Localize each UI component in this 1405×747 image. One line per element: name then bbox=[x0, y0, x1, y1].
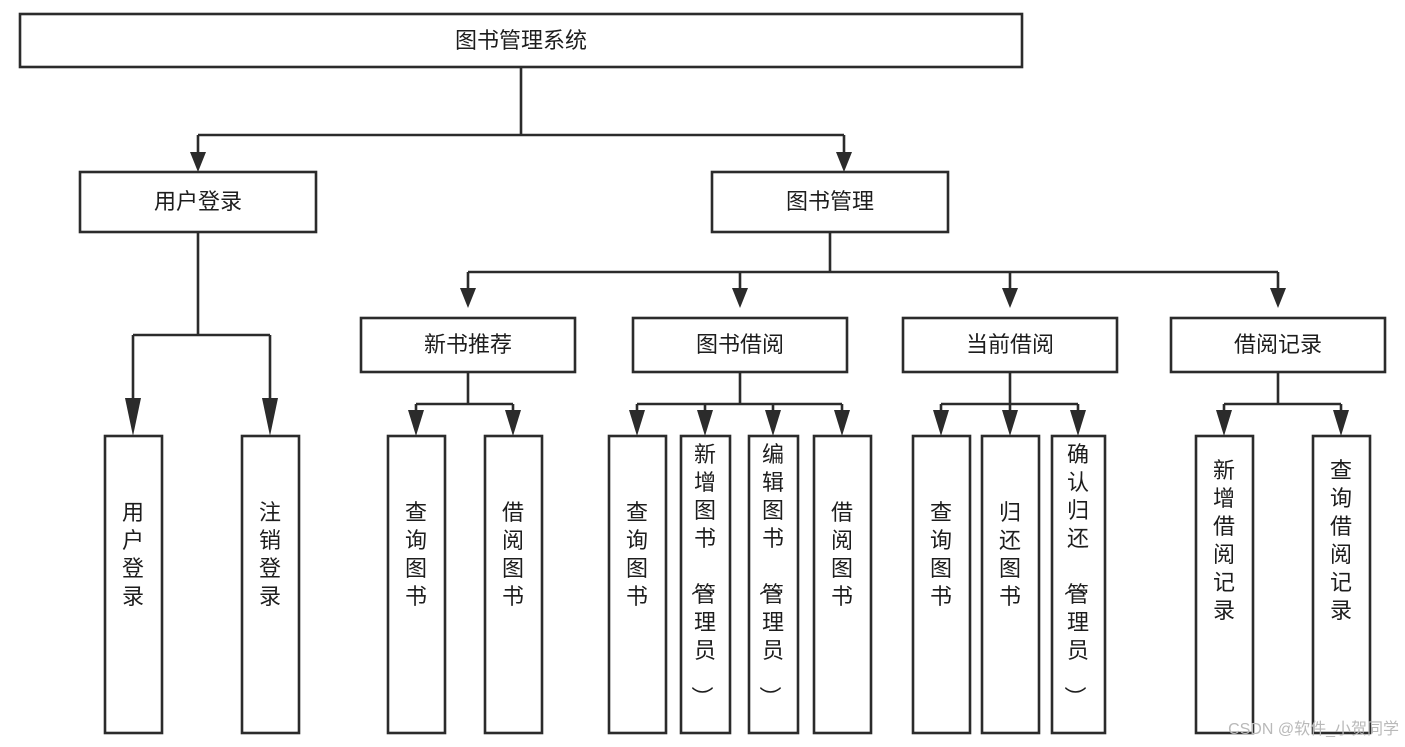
connector-current-to-leaves bbox=[939, 372, 1080, 414]
node-leaf-add-book[interactable]: 新增图书（管理员） bbox=[679, 434, 732, 735]
node-leaf-borrow-book-2[interactable]: 借阅图书 bbox=[812, 434, 873, 735]
node-leaf-return-book-label: 归还图书 bbox=[999, 500, 1021, 609]
node-root[interactable]: 图书管理系统 bbox=[18, 12, 1024, 69]
node-leaf-return-book-box[interactable] bbox=[980, 434, 1041, 735]
node-leaf-confirm-return-label: 确认归还（管理员） bbox=[1062, 442, 1089, 708]
node-new-book-recommend-box[interactable] bbox=[359, 316, 577, 374]
node-leaf-borrow-book-1-box[interactable] bbox=[483, 434, 544, 735]
node-user-login-box[interactable] bbox=[78, 170, 318, 234]
node-leaf-borrow-book-1[interactable]: 借阅图书 bbox=[483, 434, 544, 735]
arrowhead-to-user-login bbox=[190, 152, 206, 172]
node-leaf-logout[interactable]: 注销登录 bbox=[240, 434, 301, 735]
arrowhead-to-leaf-return-book bbox=[1002, 410, 1018, 436]
node-leaf-query-book-2-label: 查询图书 bbox=[626, 500, 648, 609]
node-leaf-logout-label: 注销登录 bbox=[259, 500, 281, 609]
arrowhead-to-leaf-borrow-book-2 bbox=[834, 410, 850, 436]
node-leaf-logout-box[interactable] bbox=[240, 434, 301, 735]
node-leaf-add-record[interactable]: 新增借阅记录 bbox=[1194, 434, 1255, 735]
node-leaf-user-login[interactable]: 用户登录 bbox=[103, 434, 164, 735]
node-leaf-add-book-label: 新增图书（管理员） bbox=[689, 442, 716, 708]
connector-root-to-level1 bbox=[196, 67, 846, 158]
node-leaf-edit-book[interactable]: 编辑图书（管理员） bbox=[747, 434, 800, 735]
connector-borrow-to-leaves bbox=[635, 372, 844, 414]
node-leaf-edit-book-box[interactable] bbox=[747, 434, 800, 735]
node-leaf-query-book-2-box[interactable] bbox=[607, 434, 668, 735]
arrowhead-to-leaf-edit-book bbox=[765, 410, 781, 436]
node-leaf-borrow-book-2-label: 借阅图书 bbox=[831, 500, 853, 609]
node-leaf-add-book-box[interactable] bbox=[679, 434, 732, 735]
node-leaf-confirm-return[interactable]: 确认归还（管理员） bbox=[1050, 434, 1107, 735]
connector-layer bbox=[125, 67, 1349, 436]
connector-recommend-to-leaves bbox=[414, 372, 515, 414]
node-leaf-query-book-3[interactable]: 查询图书 bbox=[911, 434, 972, 735]
arrowhead-to-leaf-logout bbox=[262, 398, 278, 436]
node-leaf-user-login-label: 用户登录 bbox=[122, 500, 144, 609]
connector-record-to-leaves bbox=[1222, 372, 1343, 414]
node-leaf-return-book[interactable]: 归还图书 bbox=[980, 434, 1041, 735]
node-leaf-add-record-label: 新增借阅记录 bbox=[1213, 458, 1235, 623]
node-user-login-label: 用户登录 bbox=[154, 189, 242, 214]
node-borrow-record-label: 借阅记录 bbox=[1234, 332, 1322, 357]
arrowhead-to-book-management bbox=[836, 152, 852, 172]
node-root-box[interactable] bbox=[18, 12, 1024, 69]
node-leaf-query-book-1-box[interactable] bbox=[386, 434, 447, 735]
node-leaf-user-login-box[interactable] bbox=[103, 434, 164, 735]
node-current-borrow-label: 当前借阅 bbox=[966, 332, 1054, 357]
node-book-borrow[interactable]: 图书借阅 bbox=[631, 316, 849, 374]
node-root-label: 图书管理系统 bbox=[455, 28, 587, 53]
arrowhead-to-leaf-add-record bbox=[1216, 410, 1232, 436]
node-current-borrow-box[interactable] bbox=[901, 316, 1119, 374]
arrowhead-to-leaf-query-book-1 bbox=[408, 410, 424, 436]
node-user-login[interactable]: 用户登录 bbox=[78, 170, 318, 234]
node-book-borrow-label: 图书借阅 bbox=[696, 332, 784, 357]
arrowhead-to-borrow-record bbox=[1270, 288, 1286, 308]
node-leaf-borrow-book-2-box[interactable] bbox=[812, 434, 873, 735]
node-leaf-borrow-book-1-label: 借阅图书 bbox=[502, 500, 524, 609]
node-book-borrow-box[interactable] bbox=[631, 316, 849, 374]
node-leaf-edit-book-label: 编辑图书（管理员） bbox=[757, 442, 784, 708]
arrowhead-to-current-borrow bbox=[1002, 288, 1018, 308]
csdn-watermark: CSDN @软件_小贺同学 bbox=[1228, 720, 1399, 738]
arrowhead-to-leaf-borrow-book-1 bbox=[505, 410, 521, 436]
node-leaf-query-book-3-label: 查询图书 bbox=[930, 500, 952, 609]
arrowhead-to-new-book-recommend bbox=[460, 288, 476, 308]
node-leaf-query-book-1[interactable]: 查询图书 bbox=[386, 434, 447, 735]
node-book-management-box[interactable] bbox=[710, 170, 950, 234]
arrowhead-to-leaf-query-record bbox=[1333, 410, 1349, 436]
node-leaf-confirm-return-box[interactable] bbox=[1050, 434, 1107, 735]
node-leaf-query-book-3-box[interactable] bbox=[911, 434, 972, 735]
arrowhead-to-leaf-query-book-2 bbox=[629, 410, 645, 436]
node-leaf-query-record-label: 查询借阅记录 bbox=[1330, 458, 1352, 623]
node-book-management-label: 图书管理 bbox=[786, 189, 874, 214]
connector-bookmgmt-to-children bbox=[466, 232, 1280, 292]
node-borrow-record-box[interactable] bbox=[1169, 316, 1387, 374]
node-leaf-query-record-box[interactable] bbox=[1311, 434, 1372, 735]
arrowhead-to-leaf-add-book bbox=[697, 410, 713, 436]
node-book-management[interactable]: 图书管理 bbox=[710, 170, 950, 234]
node-leaf-query-record[interactable]: 查询借阅记录 bbox=[1311, 434, 1372, 735]
node-leaf-query-book-2[interactable]: 查询图书 bbox=[607, 434, 668, 735]
arrowhead-to-leaf-confirm-return bbox=[1070, 410, 1086, 436]
node-leaf-add-record-box[interactable] bbox=[1194, 434, 1255, 735]
node-new-book-recommend-label: 新书推荐 bbox=[424, 332, 512, 357]
connector-userlogin-to-leaves bbox=[131, 232, 272, 400]
arrowhead-to-leaf-user-login bbox=[125, 398, 141, 436]
arrowhead-to-leaf-query-book-3 bbox=[933, 410, 949, 436]
node-borrow-record[interactable]: 借阅记录 bbox=[1169, 316, 1387, 374]
node-current-borrow[interactable]: 当前借阅 bbox=[901, 316, 1119, 374]
node-new-book-recommend[interactable]: 新书推荐 bbox=[359, 316, 577, 374]
node-leaf-query-book-1-label: 查询图书 bbox=[405, 500, 427, 609]
arrowhead-to-book-borrow bbox=[732, 288, 748, 308]
